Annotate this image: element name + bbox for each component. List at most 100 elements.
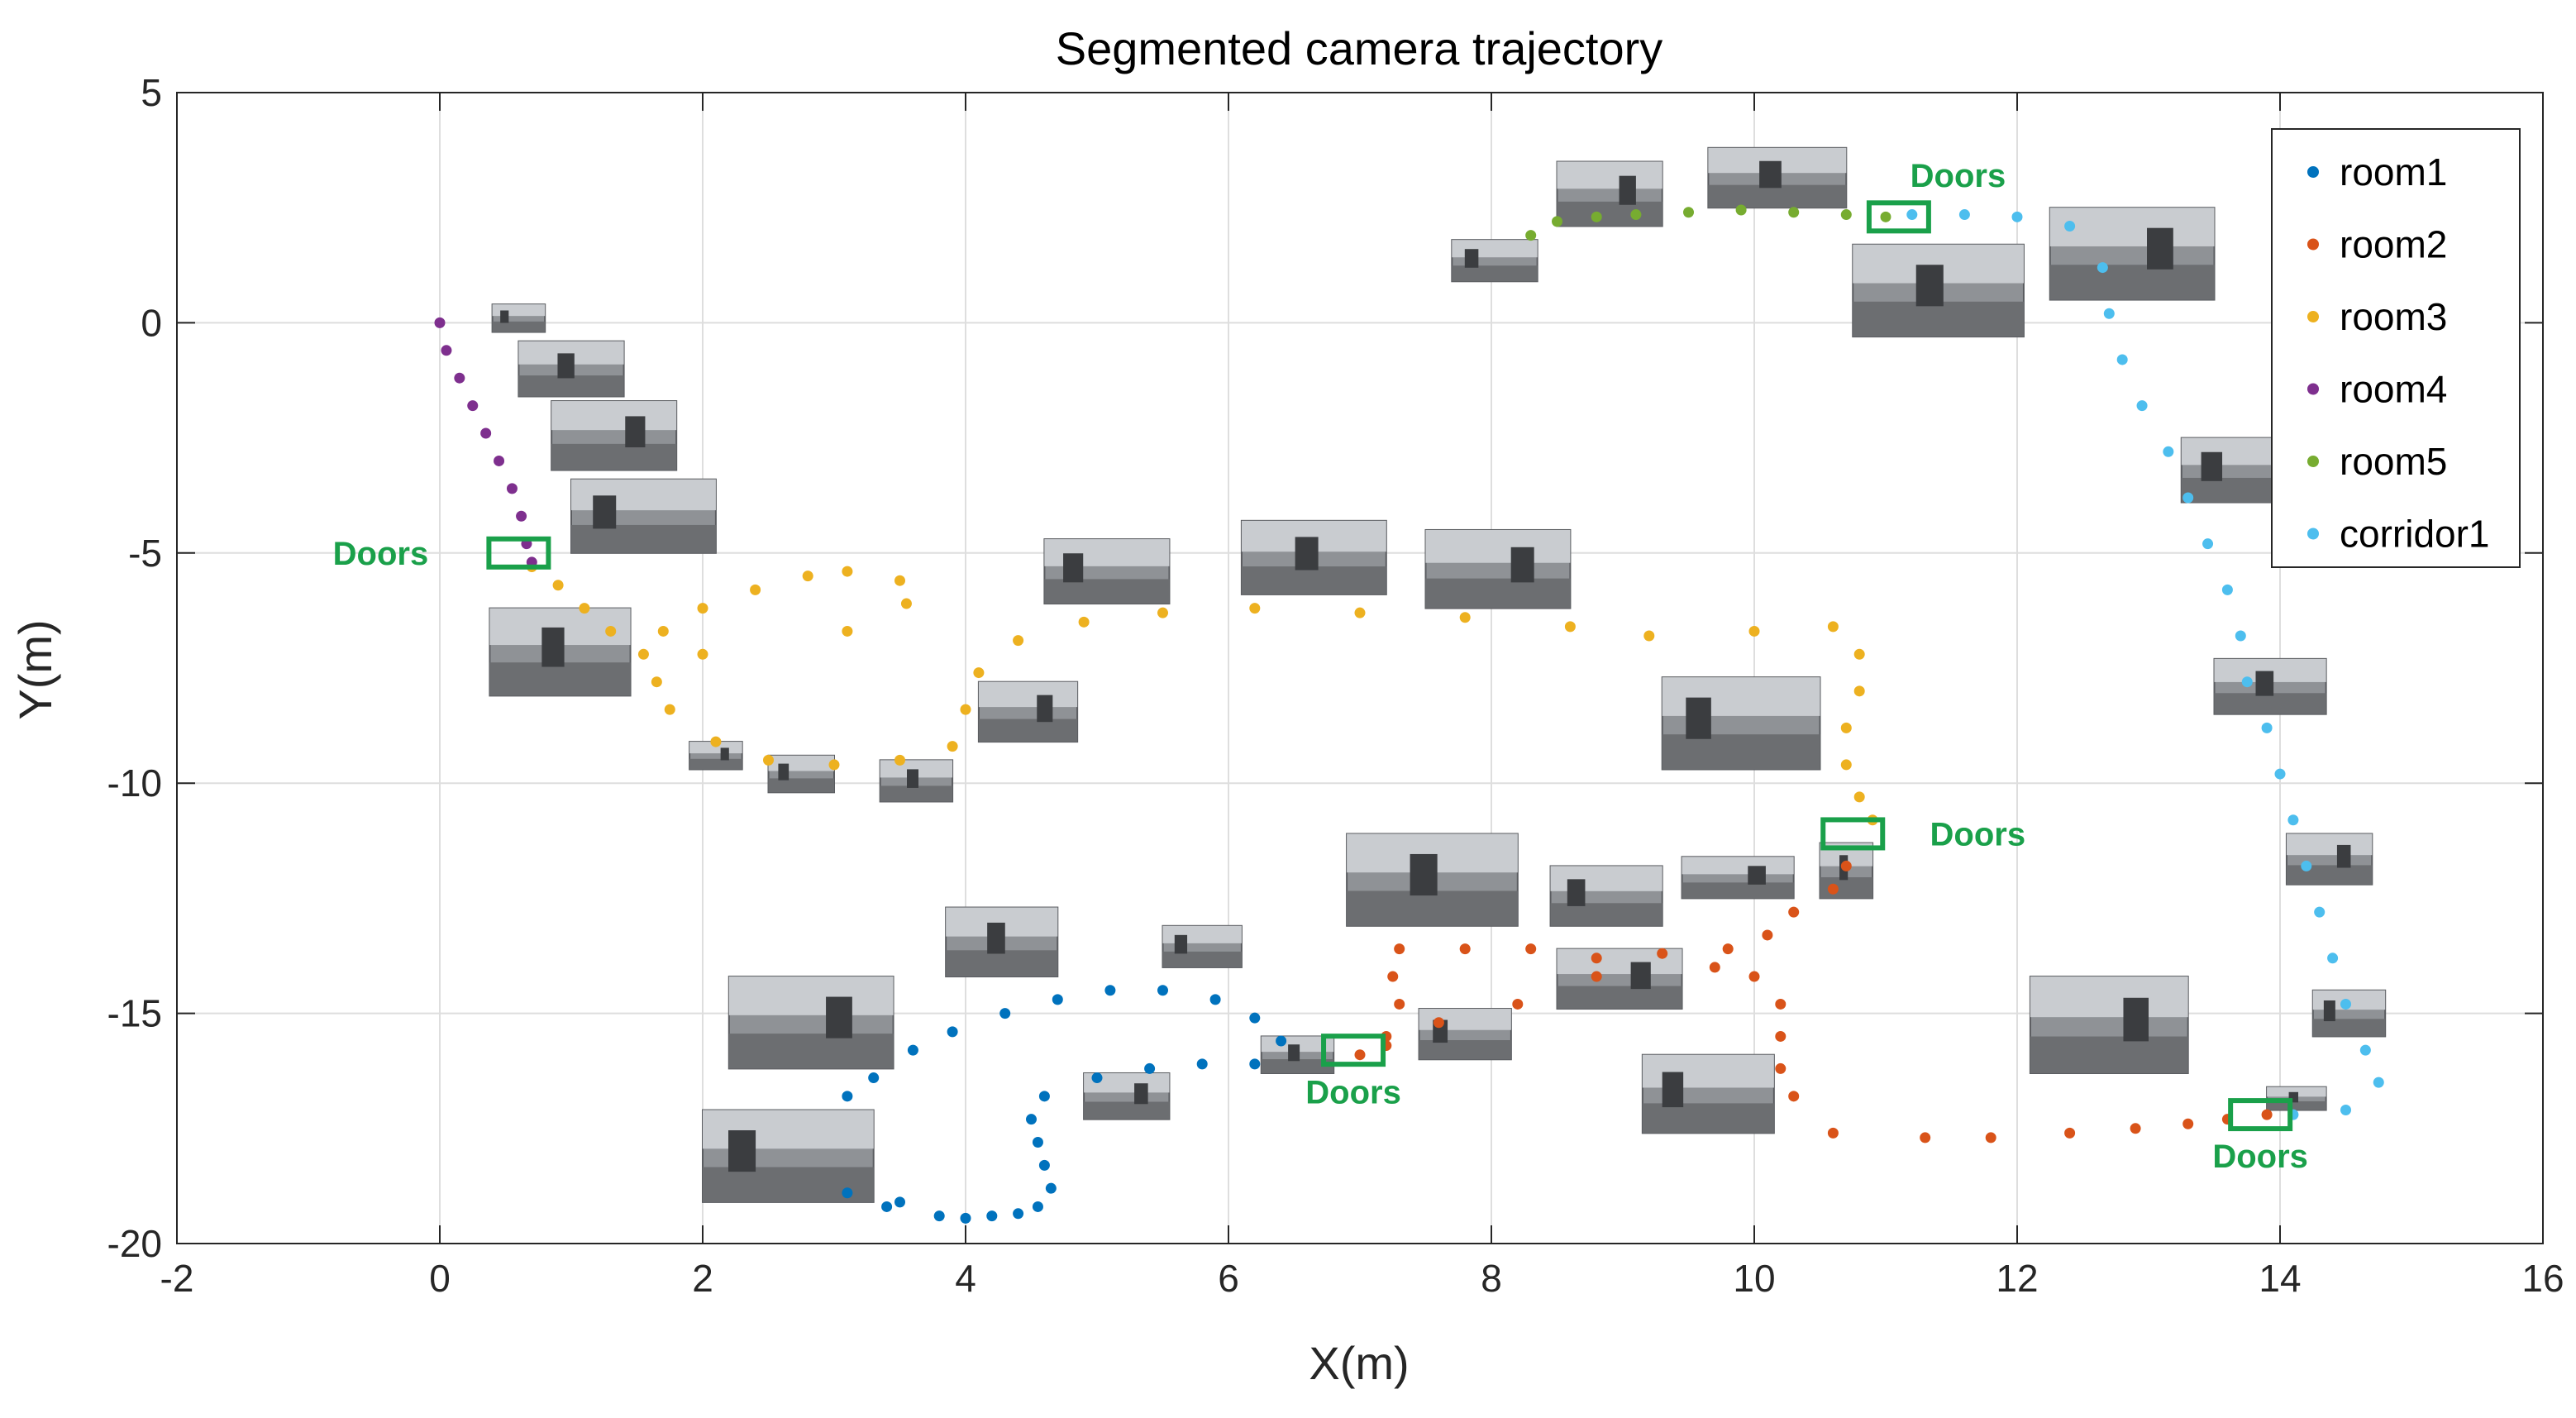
data-point-corridor1 [2287,814,2299,826]
thumbnail-door [1630,962,1651,990]
data-point-room3 [657,625,669,637]
thumbnail-floor [768,778,834,793]
data-point-room1 [1144,1062,1156,1074]
thumbnail-layer [489,146,2387,1203]
data-point-room1 [1249,1058,1261,1070]
chart-title: Segmented camera trajectory [1056,22,1663,74]
legend-label-room1: room1 [2340,150,2447,193]
data-point-room3 [1564,621,1576,633]
legend-marker-room2 [2307,238,2319,251]
data-point-room1 [907,1044,918,1056]
data-point-corridor1 [2373,1077,2384,1088]
thumbnail-door [2336,844,2351,868]
data-point-room2 [1722,943,1734,955]
data-point-room3 [552,580,564,591]
data-point-room1 [1038,1159,1050,1171]
thumbnail-door [1174,934,1188,954]
data-point-room1 [960,1212,971,1224]
data-point-room1 [1032,1137,1043,1148]
data-point-room3 [579,603,590,614]
data-point-corridor1 [1958,209,1970,221]
thumbnail-door [1619,175,1636,205]
data-point-room3 [605,625,617,637]
data-point-room1 [881,1201,893,1212]
thumbnail-floor [689,758,742,770]
thumbnail-door [1037,695,1053,723]
door-marker [2228,1098,2293,1132]
y-tick-label: 5 [141,71,162,114]
door-marker [486,536,551,570]
data-point-room2 [1354,1049,1366,1061]
data-point-room3 [1827,621,1839,633]
data-point-room2 [2182,1118,2194,1129]
data-point-room3 [637,648,649,660]
data-point-room1 [986,1210,998,1222]
thumbnail-floor [492,321,546,332]
data-point-room4 [434,317,446,328]
data-point-corridor1 [2340,1105,2351,1116]
legend-box [2271,128,2521,568]
data-point-room2 [2130,1123,2141,1134]
thumbnail-floor [1347,890,1518,926]
thumbnail-floor [489,662,631,696]
data-point-room3 [651,676,662,688]
thumbnail-door [625,416,646,448]
thumbnail-door [1134,1083,1148,1105]
thumbnail-door [500,310,509,323]
thumbnail-floor [1853,301,2024,337]
y-tick-label: 0 [141,301,162,344]
thumbnail-door [557,353,575,379]
x-tick-label: 4 [955,1257,976,1300]
series-room4 [434,317,537,568]
data-point-corridor1 [1906,209,1918,221]
data-point-room3 [750,584,761,595]
y-tick-label: -20 [107,1222,162,1265]
data-point-room2 [1394,943,1405,955]
data-point-corridor1 [2064,220,2076,232]
y-tick-label: -5 [128,532,162,575]
data-point-room2 [1827,883,1839,895]
x-tick-label: 0 [429,1257,451,1300]
data-point-corridor1 [2202,538,2214,550]
data-point-corridor1 [2097,262,2108,274]
data-point-room1 [842,1091,853,1102]
thumbnail-floor [1550,903,1662,926]
legend-marker-room4 [2307,383,2319,395]
thumbnail-door [728,1130,756,1172]
thumbnail-floor [1557,986,1682,1010]
data-point-room5 [1630,209,1642,221]
data-point-room2 [1657,948,1668,959]
thumbnail-floor [2214,693,2326,714]
thumbnail-door [826,996,852,1038]
door-marker [1820,817,1886,851]
thumbnail-wall [728,976,894,1015]
data-point-room3 [1748,625,1760,637]
data-point-room2 [1775,1030,1787,1042]
data-point-corridor1 [2103,308,2115,319]
legend-label-room4: room4 [2340,368,2447,411]
data-point-room2 [1525,943,1537,955]
data-point-room3 [900,598,912,609]
data-point-room3 [1013,635,1024,647]
thumbnail-door [1510,547,1534,583]
data-point-room1 [1196,1058,1208,1070]
thumbnail-floor [551,443,677,470]
data-point-room3 [973,667,985,679]
data-point-room1 [1038,1091,1050,1102]
data-point-room3 [1354,607,1366,618]
door-marker [1866,200,1931,234]
data-point-room4 [506,483,518,494]
legend-marker-room3 [2307,311,2319,322]
door-label: Doors [1305,1074,1401,1110]
data-point-room2 [1985,1132,1996,1143]
data-point-room2 [1591,952,1602,964]
data-point-room2 [2064,1127,2076,1139]
thumbnail-door [541,627,565,667]
y-axis-label: Y(m) [9,619,61,719]
thumbnail-door [2255,671,2274,696]
data-point-room2 [1433,1017,1444,1029]
thumbnail-floor [1557,201,1662,227]
